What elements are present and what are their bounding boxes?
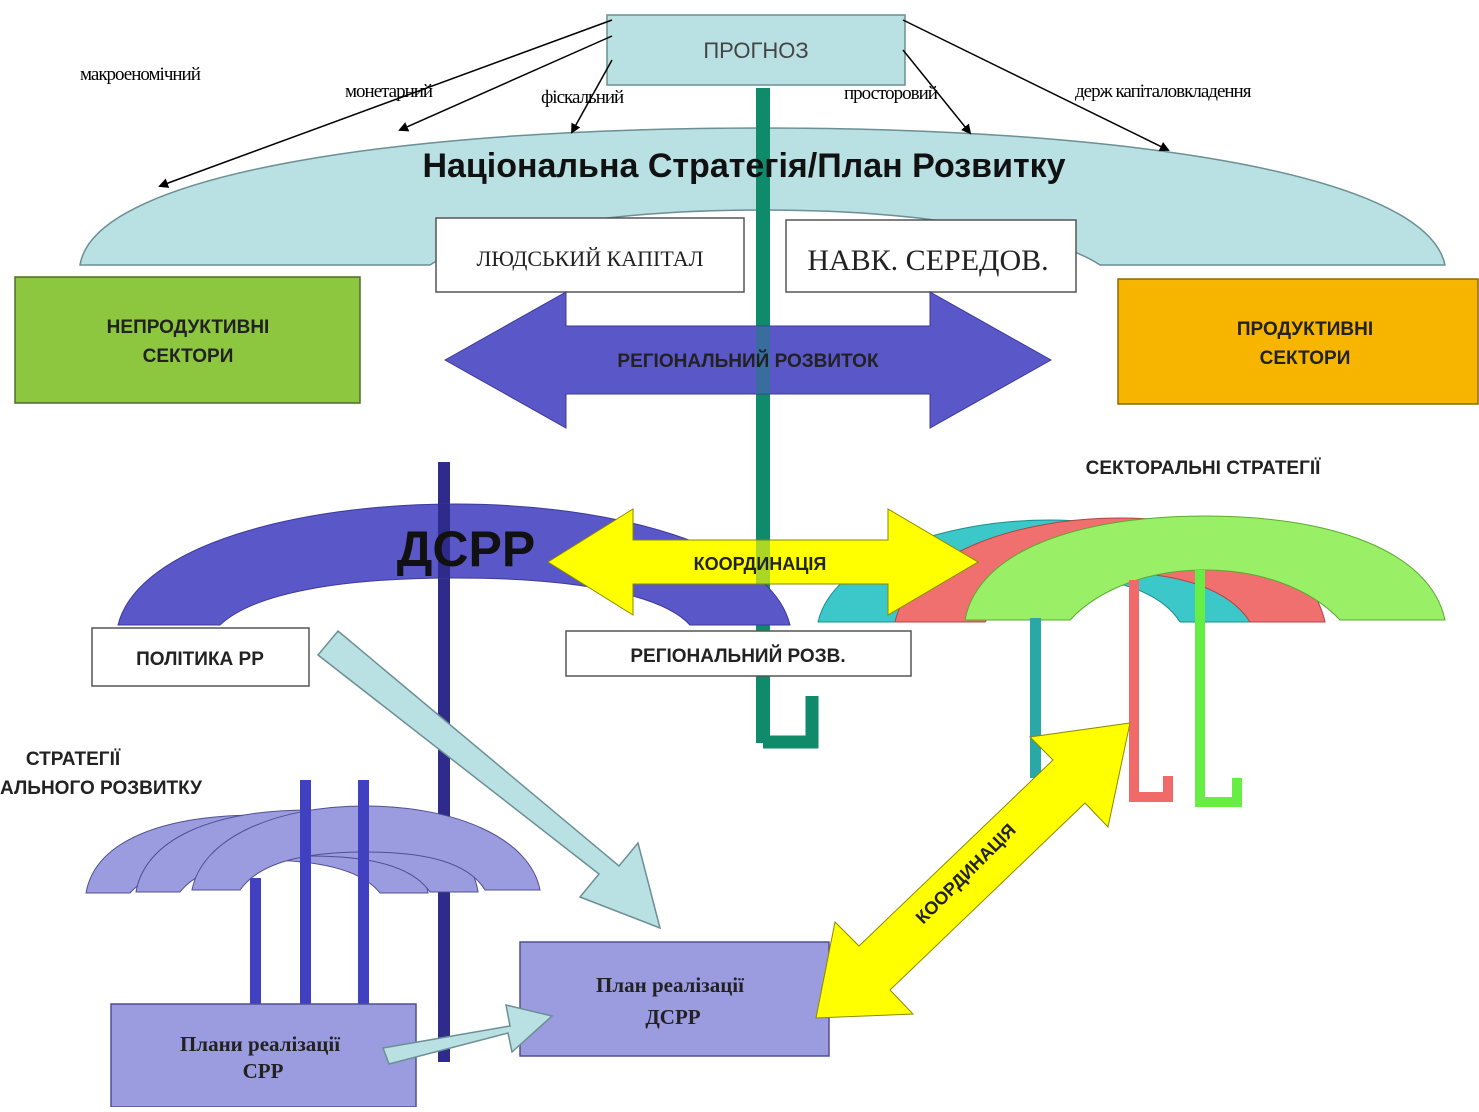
productive-sectors-line2: СЕКТОРИ	[1260, 348, 1351, 369]
regional-development-label: РЕГІОНАЛЬНИЙ РОЗВИТОК	[617, 350, 879, 372]
nonproductive-sectors-line2: СЕКТОРИ	[143, 346, 234, 367]
coordination-arrow	[547, 508, 979, 616]
forecast-box	[606, 14, 906, 86]
forecast-title: ПРОГНОЗ	[703, 38, 808, 63]
regional-pole-3	[358, 780, 369, 1006]
plans-srr-line2: СРР	[243, 1059, 284, 1083]
forecast-type-fiscal: фіскальний	[541, 87, 624, 108]
plan-dsrr-line2: ДСРР	[645, 1005, 700, 1029]
sectoral-handle-pink	[1129, 580, 1173, 802]
coordination-label: КООРДИНАЦІЯ	[694, 554, 827, 574]
srr-to-dsrr-arrow	[381, 1004, 554, 1065]
coordination-pole-overlay	[756, 540, 770, 584]
regional-development-arrow	[443, 291, 1053, 429]
regional-dev-label: РЕГІОНАЛЬНИЙ РОЗВ.	[630, 645, 845, 667]
nonproductive-sectors-box	[14, 276, 361, 404]
dsrr-umbrella-pole	[438, 462, 450, 1062]
regional-pole-2	[300, 780, 311, 1006]
regional-strategies-box	[0, 733, 300, 809]
coordination-diagonal-arrow	[815, 722, 1131, 1019]
regional-strategies-line1: СТРАТЕГІЇ	[26, 749, 121, 770]
sectoral-handle-green	[1195, 570, 1242, 807]
forecast-type-monetary: монетарний	[345, 81, 433, 102]
forecast-type-spatial: просторовий	[844, 83, 938, 104]
environment-box	[785, 219, 1077, 293]
forecast-type-investment: держ капіталовкладення	[1075, 81, 1252, 102]
human-capital-box	[435, 217, 745, 293]
environment-label: НАВК. СЕРЕДОВ.	[807, 244, 1048, 277]
regional-strategies-line2: АЛЬНОГО РОЗВИТКУ	[0, 778, 202, 799]
forecast-arrows	[158, 19, 1170, 188]
sectoral-pole-teal	[1030, 618, 1041, 778]
sectoral-umbrella-green	[964, 515, 1446, 621]
productive-sectors-line1: ПРОДУКТИВНІ	[1237, 319, 1373, 340]
plans-srr-line1: Плани реалізації	[180, 1032, 340, 1056]
sectoral-strategies-label: СЕКТОРАЛЬНІ СТРАТЕГІЇ	[1086, 458, 1322, 479]
sectoral-strategies-box	[990, 443, 1416, 489]
productive-sectors-box	[1117, 278, 1479, 405]
policy-rr-label: ПОЛІТИКА РР	[136, 649, 264, 670]
plan-dsrr-line1: План реалізації	[596, 973, 744, 997]
regional-development-pole-overlay	[756, 326, 770, 394]
plan-dsrr-box	[519, 941, 830, 1057]
national-umbrella-handle	[763, 696, 819, 749]
forecast-type-macro: макроеномічний	[80, 64, 201, 85]
policy-rr-box	[91, 627, 310, 687]
national-strategy-title: Національна Стратегія/План Розвитку	[422, 147, 1065, 185]
dsrr-title: ДСРР	[397, 521, 535, 577]
nonproductive-sectors-line1: НЕПРОДУКТИВНІ	[107, 317, 270, 338]
human-capital-label: ЛЮДСЬКИЙ КАПІТАЛ	[476, 246, 703, 271]
regional-dev-box	[565, 630, 912, 677]
policy-to-plan-arrow	[316, 629, 662, 930]
regional-pole-1	[250, 878, 261, 1006]
dsrr-pole-overlay	[438, 504, 450, 578]
